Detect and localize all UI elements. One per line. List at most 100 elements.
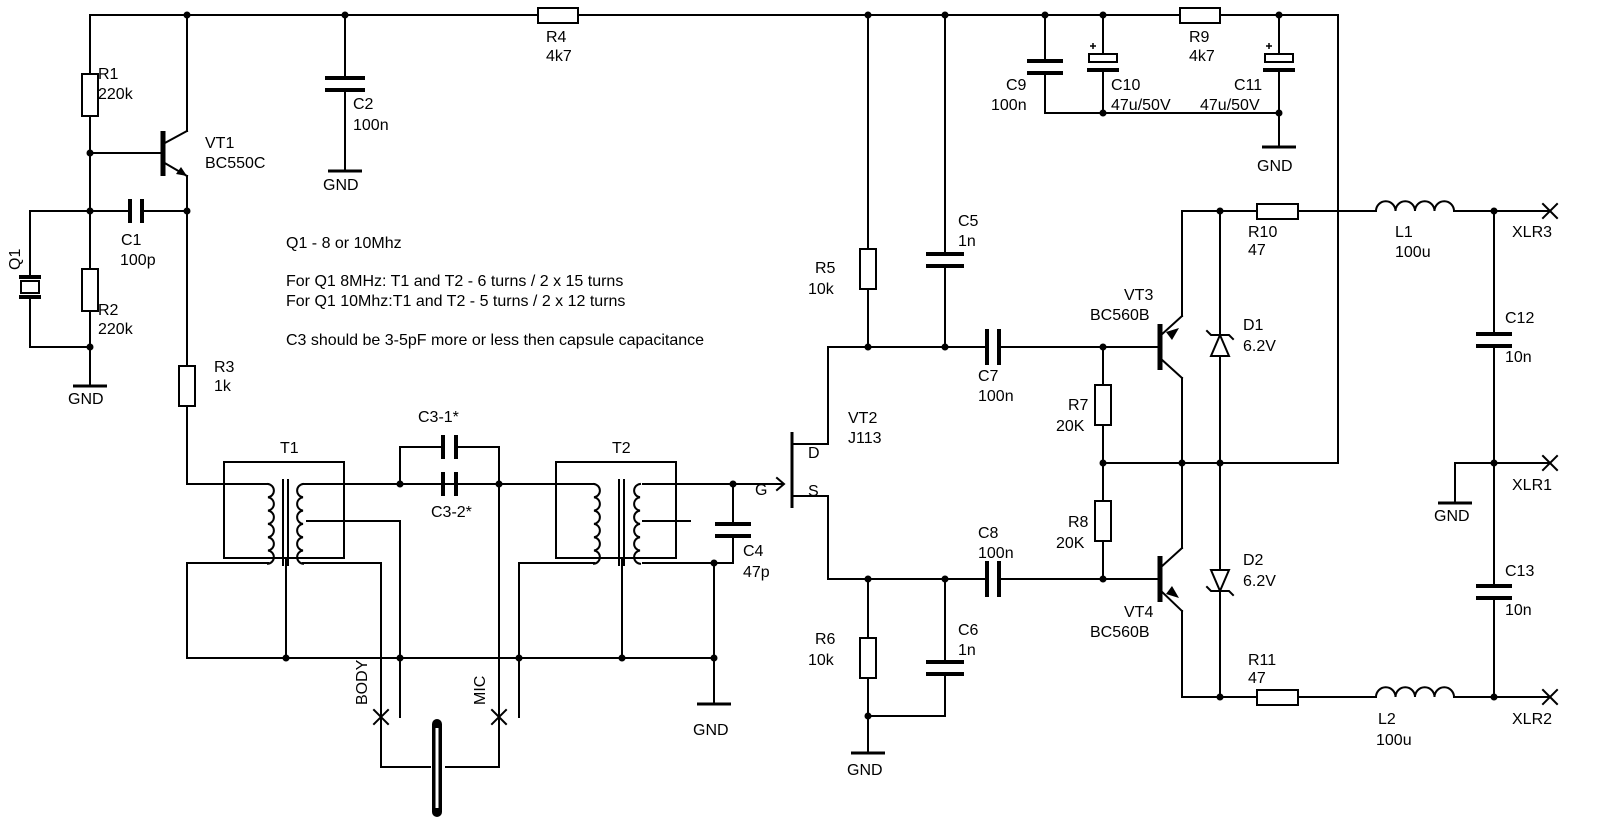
label-c10-ref: C10 <box>1111 77 1140 94</box>
label-vt1-value: BC550C <box>205 155 265 172</box>
transistor-vt1 <box>160 129 189 178</box>
transistor-vt4 <box>1157 546 1184 613</box>
label-r7-value: 20K <box>1056 418 1085 435</box>
label-r6-ref: R6 <box>815 631 836 648</box>
junctions <box>86 11 1498 720</box>
label-c2-value: 100n <box>353 117 389 134</box>
note-10mhz-turns: For Q1 10Mhz:T1 and T2 - 5 turns / 2 x 1… <box>286 293 625 310</box>
label-gnd-4: GND <box>847 762 883 779</box>
capacitor-c13 <box>1476 584 1512 600</box>
label-pin-g: G <box>755 482 767 499</box>
label-c5-value: 1n <box>958 233 976 250</box>
resistor-r11 <box>1256 689 1299 706</box>
label-gnd-1: GND <box>68 391 104 408</box>
label-c4-value: 47p <box>743 564 770 581</box>
zener-d1 <box>1205 329 1235 357</box>
label-pin-d: D <box>808 445 820 462</box>
label-mic: MIC <box>472 676 489 705</box>
label-gnd-3: GND <box>693 722 729 739</box>
label-r8-value: 20K <box>1056 535 1085 552</box>
capacitor-c7 <box>985 329 1001 365</box>
label-vt3-value: BC560B <box>1090 307 1150 324</box>
label-c8-ref: C8 <box>978 525 999 542</box>
label-c3-2-ref: C3-2* <box>431 504 472 521</box>
label-r9-ref: R9 <box>1189 29 1210 46</box>
capacitor-c3-1 <box>441 435 458 459</box>
zener-d2 <box>1205 569 1235 597</box>
transformer-t1 <box>223 461 345 566</box>
label-vt1-ref: VT1 <box>205 135 234 152</box>
label-r10-ref: R10 <box>1248 224 1277 241</box>
resistor-r6 <box>859 637 877 679</box>
label-t2-ref: T2 <box>612 440 631 457</box>
label-r5-value: 10k <box>808 281 835 298</box>
capacitor-c3-2 <box>441 472 458 496</box>
capacitor-c6 <box>926 660 964 676</box>
label-vt4-value: BC560B <box>1090 624 1150 641</box>
capacitor-c8 <box>985 561 1001 597</box>
label-c1-ref: C1 <box>121 232 142 249</box>
resistor-r10 <box>1256 203 1299 220</box>
capacitor-c9 <box>1027 59 1063 75</box>
design-notes: Q1 - 8 or 10Mhz For Q1 8MHz: T1 and T2 -… <box>286 235 704 349</box>
resistor-r8 <box>1094 500 1112 542</box>
capacitor-c5 <box>926 252 964 268</box>
label-q1-ref: Q1 <box>7 249 24 270</box>
note-8mhz-turns: For Q1 8MHz: T1 and T2 - 6 turns / 2 x 1… <box>286 273 623 290</box>
resistor-r2 <box>81 268 99 312</box>
label-gnd-2: GND <box>323 177 359 194</box>
capacitor-c2 <box>325 76 365 92</box>
label-pin-s: S <box>808 483 819 500</box>
label-l2-ref: L2 <box>1378 711 1396 728</box>
transistor-vt3 <box>1157 314 1184 380</box>
label-r1-value: 220k <box>98 86 134 103</box>
crystal-q1 <box>19 275 41 299</box>
resistor-r7 <box>1094 384 1112 426</box>
label-l1-ref: L1 <box>1395 224 1413 241</box>
label-c6-value: 1n <box>958 642 976 659</box>
label-c13-ref: C13 <box>1505 563 1534 580</box>
resistor-r1 <box>81 73 99 117</box>
label-c5-ref: C5 <box>958 213 979 230</box>
wires <box>29 14 1551 768</box>
label-c10-value: 47u/50V <box>1111 97 1171 114</box>
labels: R1 220k VT1 BC550C C1 100p Q1 R2 220k GN… <box>7 29 1552 779</box>
label-c4-ref: C4 <box>743 543 764 560</box>
label-c3-1-ref: C3-1* <box>418 409 459 426</box>
ground-symbols <box>73 145 1472 755</box>
label-d2-value: 6.2V <box>1243 573 1276 590</box>
label-c7-ref: C7 <box>978 368 999 385</box>
label-c8-value: 100n <box>978 545 1014 562</box>
capacitors <box>128 43 1512 676</box>
note-c3-capacitance: C3 should be 3-5pF more or less then cap… <box>286 332 704 349</box>
label-gnd-6: GND <box>1434 508 1470 525</box>
inductors <box>1374 200 1456 699</box>
connector-markers <box>372 202 1559 726</box>
capacitor-c12 <box>1476 332 1512 348</box>
label-l2-value: 100u <box>1376 732 1412 749</box>
label-xlr1: XLR1 <box>1512 477 1552 494</box>
transformer-t2 <box>555 461 677 566</box>
capacitor-c1 <box>128 199 144 223</box>
label-c2-ref: C2 <box>353 96 374 113</box>
label-r3-value: 1k <box>214 378 232 395</box>
inductor-l1 <box>1374 200 1456 213</box>
label-r9-value: 4k7 <box>1189 48 1215 65</box>
label-t1-ref: T1 <box>280 440 299 457</box>
label-r3-ref: R3 <box>214 359 235 376</box>
note-q1-frequency: Q1 - 8 or 10Mhz <box>286 235 402 252</box>
label-r2-ref: R2 <box>98 302 119 319</box>
resistor-r5 <box>859 248 877 290</box>
capacitor-c10 <box>1087 43 1119 72</box>
resistor-r3 <box>178 365 196 407</box>
label-vt3-ref: VT3 <box>1124 287 1153 304</box>
inductor-l2 <box>1374 686 1456 699</box>
label-gnd-5: GND <box>1257 158 1293 175</box>
label-r6-value: 10k <box>808 652 835 669</box>
label-body: BODY <box>354 659 371 705</box>
label-vt2-ref: VT2 <box>848 410 877 427</box>
label-vt4-ref: VT4 <box>1124 604 1153 621</box>
label-c1-value: 100p <box>120 252 156 269</box>
capacitor-c11 <box>1263 43 1295 72</box>
